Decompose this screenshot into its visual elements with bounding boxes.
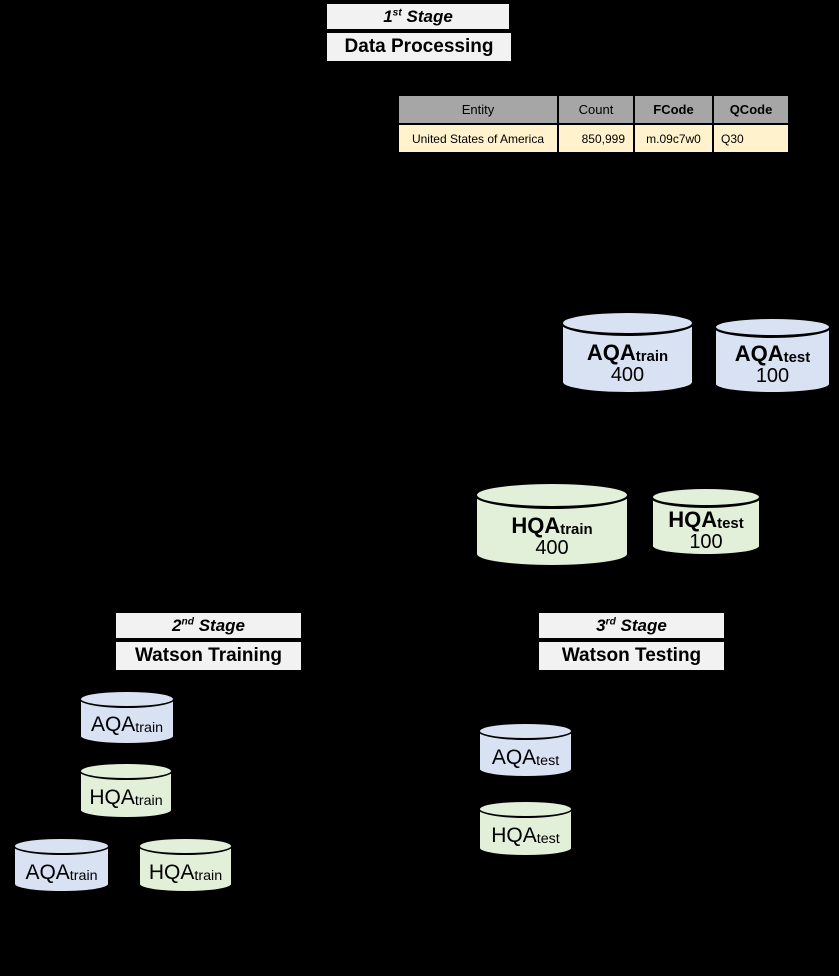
col-header-entity: Entity (397, 94, 559, 125)
cylinder-hqa-test-100: HQAtest 100 (650, 486, 762, 557)
cell-qcode: Q30 (712, 123, 790, 154)
cylinder-label: HQAtrain (89, 786, 163, 810)
stage2-subtitle-text: Watson Training (134, 645, 283, 666)
cylinder-aqa-test-100: AQAtest 100 (713, 316, 832, 395)
col-header-count: Count (557, 94, 635, 125)
cylinder-label: HQAtest (491, 824, 560, 848)
cylinder-top-ellipse (478, 800, 573, 818)
cylinder-label: HQAtest (668, 507, 744, 533)
cylinder-stage2-hqa-train-bottom: HQAtrain (138, 837, 233, 893)
stage3-ordinal-suffix: rd (605, 615, 616, 627)
col-header-fcode: FCode (633, 94, 714, 125)
cell-fcode: m.09c7w0 (633, 123, 714, 154)
stage1-subtitle-box: Data Processing (326, 32, 512, 62)
stage1-subtitle-text: Data Processing (344, 36, 494, 57)
stage2-ordinal-suffix: nd (181, 615, 194, 627)
cylinder-top-ellipse (650, 486, 762, 508)
stage2-subtitle-box: Watson Training (115, 641, 302, 671)
cell-entity: United States of America (397, 123, 559, 154)
cylinder-label: AQAtrain (25, 860, 98, 884)
cylinder-count: 100 (689, 531, 723, 554)
entity-table-header-row: Entity Count FCode QCode (397, 94, 790, 125)
cylinder-top-ellipse (478, 722, 573, 740)
cylinder-body: AQAtest 100 (713, 327, 832, 395)
entity-table-row: United States of America 850,999 m.09c7w… (397, 123, 790, 154)
stage3-subtitle-text: Watson Testing (561, 645, 702, 666)
cylinder-label: AQAtest (491, 745, 560, 769)
stage3-subtitle-box: Watson Testing (538, 641, 725, 671)
cylinder-stage2-hqa-train: HQAtrain (79, 762, 173, 819)
col-header-qcode: QCode (712, 94, 790, 125)
cylinder-stage2-aqa-train-bottom: AQAtrain (13, 837, 110, 893)
cylinder-label: AQAtrain (586, 340, 669, 366)
cylinder-count: 100 (755, 365, 790, 388)
entity-table: Entity Count FCode QCode United States o… (397, 94, 790, 154)
cylinder-top-ellipse (79, 762, 173, 780)
cylinder-stage3-hqa-test: HQAtest (478, 800, 573, 857)
cylinder-label: AQAtrain (90, 713, 164, 737)
cylinder-label: AQAtest (734, 341, 811, 367)
cell-count: 850,999 (557, 123, 635, 154)
cylinder-label: HQAtrain (148, 860, 223, 884)
cylinder-count: 400 (535, 537, 569, 560)
cylinder-top-ellipse (474, 481, 630, 509)
cylinder-stage2-aqa-train: AQAtrain (79, 690, 175, 745)
stage1-ordinal-suffix: st (392, 6, 402, 18)
cylinder-label: HQAtrain (511, 513, 593, 539)
cylinder-top-ellipse (138, 837, 233, 855)
cylinder-top-ellipse (713, 316, 832, 338)
cylinder-hqa-train-400: HQAtrain 400 (474, 481, 630, 568)
cylinder-top-ellipse (79, 690, 175, 708)
cylinder-count: 400 (610, 364, 645, 387)
cylinder-top-ellipse (13, 837, 110, 855)
cylinder-aqa-train-400: AQAtrain 400 (560, 310, 695, 395)
cylinder-stage3-aqa-test: AQAtest (478, 722, 573, 778)
cylinder-body: HQAtrain 400 (474, 495, 630, 568)
cylinder-top-ellipse (560, 310, 695, 336)
